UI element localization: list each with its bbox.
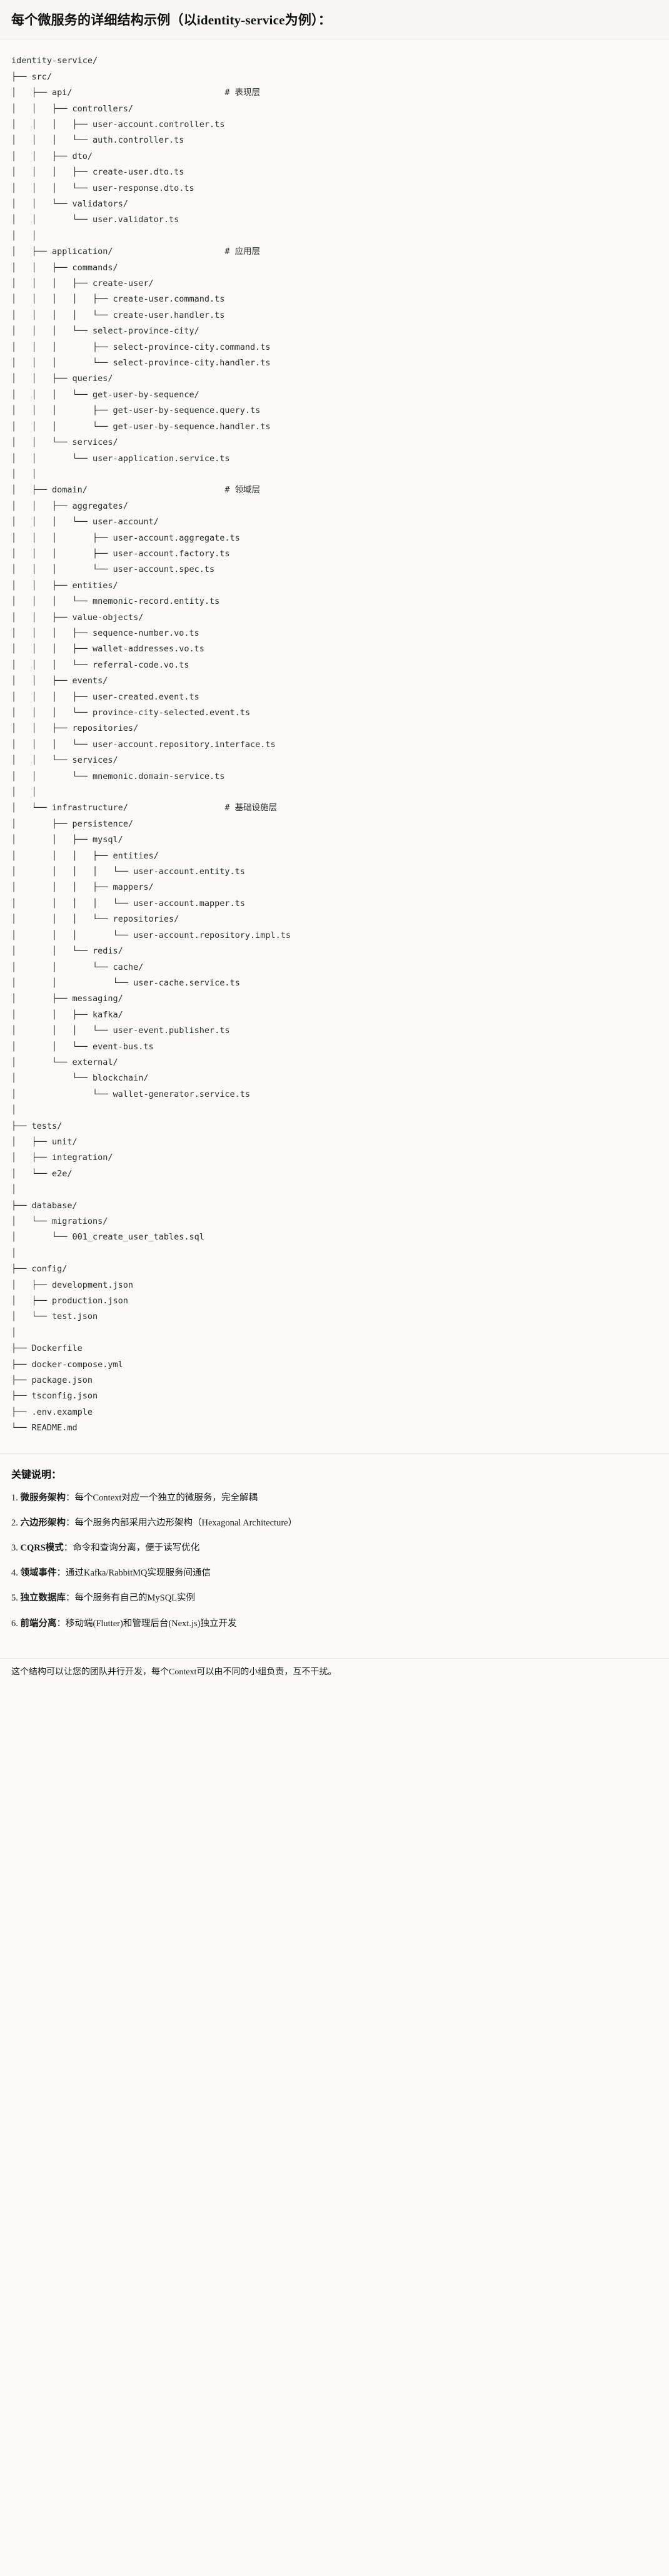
directory-tree-block: identity-service/ ├── src/ │ ├── api/ # … — [0, 39, 669, 1453]
key-point-separator: ： — [56, 1568, 66, 1579]
key-point-desc: 命令和查询分离，便于读写优化 — [73, 1543, 200, 1554]
key-point-separator: ： — [66, 1593, 75, 1604]
list-item: 独立数据库：每个服务有自己的MySQL实例 — [11, 1591, 658, 1606]
list-item: CQRS模式：命令和查询分离，便于读写优化 — [11, 1541, 658, 1555]
document-page: 每个微服务的详细结构示例（以identity-service为例）： ident… — [0, 0, 669, 1694]
key-point-separator: ： — [66, 1492, 75, 1503]
key-points-title: 关键说明： — [11, 1469, 62, 1480]
list-item: 前端分离：移动端(Flutter)和管理后台(Next.js)独立开发 — [11, 1617, 658, 1631]
key-point-term: 六边形架构 — [20, 1517, 66, 1528]
document-header: 每个微服务的详细结构示例（以identity-service为例）： — [0, 0, 669, 40]
directory-tree: identity-service/ ├── src/ │ ├── api/ # … — [11, 56, 291, 1433]
key-point-term: 独立数据库 — [20, 1593, 66, 1604]
page-title: 每个微服务的详细结构示例（以identity-service为例）： — [11, 13, 331, 28]
key-point-desc: 每个Context对应一个独立的微服务，完全解耦 — [74, 1492, 258, 1503]
key-point-term: 微服务架构 — [20, 1492, 66, 1503]
list-item: 领域事件：通过Kafka/RabbitMQ实现服务间通信 — [11, 1566, 658, 1581]
key-points-section: 关键说明： 微服务架构：每个Context对应一个独立的微服务，完全解耦 六边形… — [0, 1452, 669, 1648]
key-point-term: CQRS模式 — [20, 1543, 64, 1554]
key-point-desc: 每个服务内部采用六边形架构（Hexagonal Architecture） — [74, 1517, 298, 1528]
key-points-list: 微服务架构：每个Context对应一个独立的微服务，完全解耦 六边形架构：每个服… — [11, 1491, 658, 1631]
key-point-desc: 移动端(Flutter)和管理后台(Next.js)独立开发 — [66, 1618, 237, 1629]
closing-paragraph: 这个结构可以让您的团队并行开发，每个Context可以由不同的小组负责，互不干扰… — [0, 1657, 669, 1694]
key-point-separator: ： — [56, 1618, 66, 1629]
key-point-desc: 通过Kafka/RabbitMQ实现服务间通信 — [66, 1568, 211, 1579]
key-point-separator: ： — [63, 1543, 73, 1554]
key-point-desc: 每个服务有自己的MySQL实例 — [74, 1593, 196, 1604]
key-point-term: 前端分离 — [20, 1618, 57, 1629]
key-point-term: 领域事件 — [20, 1568, 57, 1579]
list-item: 六边形架构：每个服务内部采用六边形架构（Hexagonal Architectu… — [11, 1516, 658, 1530]
key-point-separator: ： — [66, 1517, 75, 1528]
list-item: 微服务架构：每个Context对应一个独立的微服务，完全解耦 — [11, 1491, 658, 1505]
